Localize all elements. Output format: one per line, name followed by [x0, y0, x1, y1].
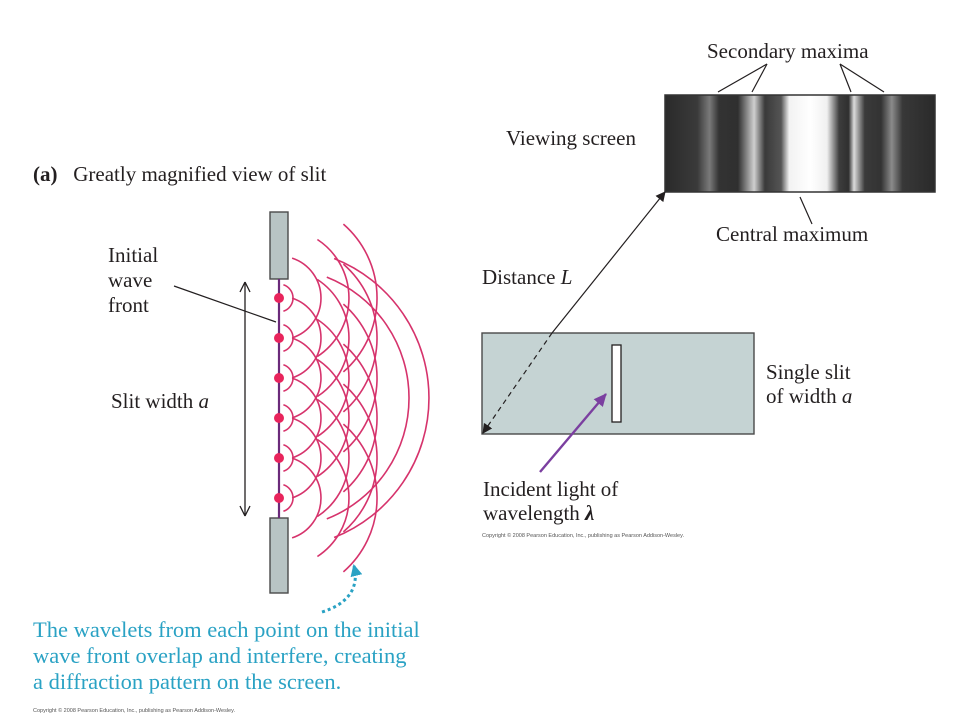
single-slit-label-line: of width a: [766, 384, 852, 408]
incident-light-label-line: Incident light of: [483, 477, 619, 501]
incident-light-label-line: wavelength λ: [483, 501, 618, 525]
wavefront-point: [274, 333, 284, 343]
wavelet-arc: [316, 438, 350, 558]
wavelet-arc: [342, 423, 378, 573]
wavelength-text: wavelength: [483, 501, 580, 525]
copyright-bottom: Copyright © 2008 Pearson Education, Inc.…: [33, 708, 235, 714]
viewing-screen-label: Viewing screen: [506, 126, 636, 150]
wavelet-arc: [283, 403, 294, 433]
wave-front-label-line: wave: [108, 268, 153, 292]
copyright-right: Copyright © 2008 Pearson Education, Inc.…: [482, 533, 684, 539]
wavelet-arc: [283, 323, 294, 353]
wavelet-arc: [342, 383, 378, 533]
wavelet-arc: [283, 443, 294, 473]
wavelet-arc: [291, 297, 322, 379]
wavelet-arc: [291, 457, 322, 539]
central-maximum-label: Central maximum: [716, 222, 869, 246]
wavefront-point: [274, 453, 284, 463]
envelope-arc: [326, 276, 410, 520]
upper-barrier: [269, 211, 289, 280]
wavelet-arc: [291, 417, 322, 499]
slit-width-text: Slit width: [111, 389, 194, 413]
wavelet-arc: [342, 263, 378, 413]
secondary-maxima-label: Secondary maxima: [707, 39, 869, 63]
lower-barrier: [269, 517, 289, 594]
wavelet-arc: [291, 337, 322, 419]
initial-wave-front-label: Initial wave front: [108, 243, 158, 318]
wavelet-arc: [316, 318, 350, 438]
wavefront-point: [274, 293, 284, 303]
wavelet-arc: [316, 278, 350, 398]
wavefront-points: [274, 293, 284, 503]
single-slit: [611, 344, 622, 423]
wavelet-arc: [316, 238, 350, 358]
wavelet-arc: [283, 283, 294, 313]
slit-width-arrowhead-bottom: [239, 505, 251, 517]
wavelet-arc: [342, 223, 378, 373]
wavelet-arc: [316, 398, 350, 518]
incident-light-arrow: [539, 393, 607, 473]
slit-width-arrowhead-top: [239, 281, 251, 293]
wave-front-label-line: front: [108, 293, 149, 317]
wavefront-point: [274, 413, 284, 423]
wavelength-symbol: λ: [585, 501, 595, 525]
secondary-maxima-pointer: [751, 63, 768, 93]
wavelet-arc: [283, 363, 294, 393]
wavelet-arc: [342, 303, 378, 453]
wavelet-arc: [283, 483, 294, 513]
wavelet-arc: [316, 358, 350, 478]
wavelet-arc: [291, 257, 322, 339]
wave-front-label-line: Initial: [108, 243, 159, 267]
secondary-maxima-pointer: [839, 63, 852, 93]
single-slit-label-line: Single slit: [766, 360, 851, 384]
caption: The wavelets from each point on the init…: [33, 617, 420, 695]
wavefront-leader: [173, 285, 277, 323]
caption-line: wave front overlap and interfere, creati…: [33, 643, 407, 668]
distance-line-hidden: [482, 332, 553, 434]
distance-text: Distance: [482, 265, 556, 289]
central-maximum-pointer: [799, 196, 813, 225]
secondary-maxima-pointer: [717, 63, 768, 93]
wavefront-point: [274, 373, 284, 383]
panel-label: (a): [33, 162, 58, 186]
wavelets-pointer-arrow: [321, 564, 363, 614]
incident-light-label: Incident light of wavelength λ: [483, 477, 618, 525]
caption-line: The wavelets from each point on the init…: [33, 617, 420, 642]
wavefront-point: [274, 493, 284, 503]
wavelet-arc: [342, 343, 378, 493]
envelope-arc: [333, 257, 430, 539]
panel-heading: (a) Greatly magnified view of slit: [33, 162, 326, 186]
panel-title: Greatly magnified view of slit: [73, 162, 327, 186]
single-slit-label: Single slit of width a: [766, 360, 852, 408]
secondary-maxima-pointer: [839, 63, 885, 93]
wavelet-arc: [291, 377, 322, 459]
slit-width-label: Slit width a: [111, 389, 209, 413]
wavelets: [283, 223, 430, 573]
slit-width-symbol: a: [198, 389, 210, 413]
caption-line: a diffraction pattern on the screen.: [33, 669, 342, 694]
distance-symbol: L: [560, 265, 573, 289]
distance-line: [551, 191, 666, 334]
single-slit-width-text: of width: [766, 384, 837, 408]
viewing-screen: [664, 94, 936, 193]
single-slit-symbol: a: [841, 384, 853, 408]
distance-label: Distance L: [482, 265, 572, 289]
